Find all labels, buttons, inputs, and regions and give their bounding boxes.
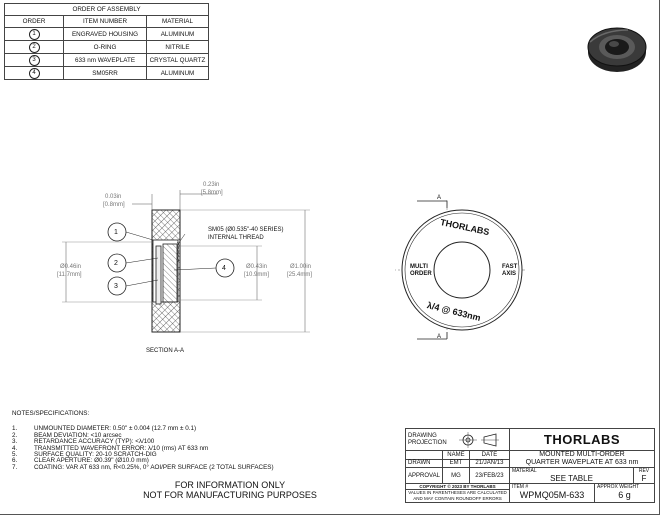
- section-caption: SECTION A-A: [146, 348, 185, 354]
- approval-label: APPROVAL: [405, 467, 443, 484]
- dia-full-in: Ø1.00in: [290, 264, 312, 270]
- drawn-label: DRAWN: [405, 458, 443, 468]
- drawn-name: EMT: [442, 458, 470, 468]
- name-header: NAME: [442, 450, 470, 460]
- engraving-left-1: MULTI: [410, 264, 428, 270]
- material-label: MATERIAL: [512, 468, 537, 474]
- cut-label-top: A: [437, 195, 442, 201]
- item-cell: ITEM # WPMQ05M-633: [509, 483, 595, 503]
- item-label: ITEM #: [512, 484, 529, 490]
- order-balloon: 4: [28, 68, 40, 79]
- item-cell: O-RING: [63, 40, 147, 54]
- material-cell: ALUMINUM: [146, 27, 209, 41]
- front-view: [395, 200, 525, 340]
- dia-outer-mm: [11.7mm]: [57, 272, 82, 278]
- assembly-row: 4 SM05RR ALUMINUM: [4, 66, 209, 80]
- dim-left-mm: [0.8mm]: [103, 202, 125, 208]
- thread-callout-2: INTERNAL THREAD: [208, 235, 264, 241]
- item-cell: SM05RR: [63, 66, 147, 80]
- note-item: 1.UNMOUNTED DIAMETER: 0.50" ± 0.004 (12.…: [12, 425, 197, 433]
- assembly-header-material: MATERIAL: [146, 15, 209, 28]
- order-balloon: 1: [28, 29, 40, 40]
- values-note-2: AND MAY CONTAIN ROUNDOFF ERRORS: [413, 496, 502, 501]
- disclaimer-line-1: FOR INFORMATION ONLY: [174, 480, 286, 490]
- disclaimer: FOR INFORMATION ONLY NOT FOR MANUFACTURI…: [130, 480, 330, 500]
- item-value: WPMQ05M-633: [519, 490, 585, 500]
- dia-inner-in: Ø0.43in: [246, 264, 268, 270]
- note-item: 2.BEAM DEVIATION: <10 arcsec: [12, 431, 122, 439]
- rev-label: REV: [638, 468, 650, 474]
- section-view: [62, 190, 310, 333]
- order-balloon: 2: [28, 42, 40, 53]
- description-line-2: QUARTER WAVEPLATE AT 633 nm: [525, 459, 639, 466]
- note-item: 6.CLEAR APERTURE: Ø0.39" (Ø10.0 mm): [12, 457, 149, 465]
- note-item: 4.TRANSMITTED WAVEFRONT ERROR: λ/10 (rms…: [12, 444, 209, 452]
- disclaimer-line-2: NOT FOR MANUFACTURING PURPOSES: [143, 490, 317, 500]
- dia-inner-mm: [10.9mm]: [244, 272, 270, 278]
- material-cell: MATERIAL SEE TABLE: [509, 467, 634, 484]
- approval-date: 23/FEB/23: [468, 467, 511, 484]
- order-balloon: 3: [28, 55, 40, 66]
- notes-section: NOTES/SPECIFICATIONS: 1.UNMOUNTED DIAMET…: [12, 410, 274, 471]
- values-note-1: VALUES IN PARENTHESES ARE CALCULATED: [408, 490, 507, 495]
- material-value: SEE TABLE: [550, 474, 593, 483]
- material-cell: ALUMINUM: [146, 66, 209, 80]
- weight-value: 6 g: [618, 490, 631, 500]
- dim-top-mm: [5.8mm]: [201, 190, 223, 196]
- assembly-row: 1 ENGRAVED HOUSING ALUMINUM: [4, 27, 209, 41]
- projection-symbol-icon: [459, 432, 499, 448]
- assembly-title: ORDER OF ASSEMBLY: [4, 3, 209, 16]
- copyright: COPYRIGHT © 2023 BY THORLABS: [405, 483, 510, 490]
- material-cell: NITRILE: [146, 40, 209, 54]
- product-render-image: [587, 27, 647, 72]
- projection-label: DRAWING PROJECTION: [408, 432, 447, 446]
- projection-cell: DRAWING PROJECTION: [405, 428, 510, 451]
- assembly-header-order: ORDER: [4, 15, 64, 28]
- material-cell: CRYSTAL QUARTZ: [146, 53, 209, 67]
- balloon-1-label: 1: [114, 229, 118, 236]
- rev-value: F: [641, 474, 647, 483]
- item-cell: 633 nm WAVEPLATE: [63, 53, 147, 67]
- note-item: 7.COATING: VAR AT 633 nm, R<0.25%, 0° AO…: [12, 463, 274, 471]
- engraving-right-1: FAST: [502, 264, 518, 270]
- dia-full-mm: [25.4mm]: [287, 272, 313, 278]
- title-block: DRAWING PROJECTION THORLABS NAME DATE MO…: [405, 428, 655, 503]
- note-item: 5.SURFACE QUALITY: 20-10 SCRATCH-DIG: [12, 451, 157, 459]
- dia-outer-in: Ø0.46in: [60, 264, 82, 270]
- assembly-row: 2 O-RING NITRILE: [4, 40, 209, 54]
- thorlabs-logo: THORLABS: [543, 432, 621, 447]
- approval-name: MG: [442, 467, 470, 484]
- cut-label-bottom: A: [437, 334, 442, 340]
- weight-label: APPROX WEIGHT: [597, 484, 640, 490]
- note-item: 3.RETARDANCE ACCURACY (TYP): <λ/100: [12, 438, 155, 446]
- logo-cell: THORLABS: [509, 428, 655, 451]
- description-line-1: MOUNTED MULTI-ORDER: [539, 451, 625, 458]
- balloon-3-label: 3: [114, 283, 118, 290]
- balloon-4-label: 4: [222, 265, 226, 272]
- assembly-header-item: ITEM NUMBER: [63, 15, 147, 28]
- engraving-left-2: ORDER: [410, 271, 432, 277]
- date-header: DATE: [468, 450, 511, 460]
- thread-callout-1: SM05 (Ø0.535"-40 SERIES): [208, 227, 284, 233]
- assembly-table: ORDER OF ASSEMBLY ORDER ITEM NUMBER MATE…: [4, 3, 209, 80]
- assembly-row: 3 633 nm WAVEPLATE CRYSTAL QUARTZ: [4, 53, 209, 67]
- drawn-date: 21/JAN/13: [468, 458, 511, 468]
- engraving-right-2: AXIS: [502, 271, 517, 277]
- weight-cell: APPROX WEIGHT 6 g: [594, 483, 655, 503]
- dim-left-in: 0.03in: [105, 194, 122, 200]
- balloon-2-label: 2: [114, 260, 118, 267]
- dim-top-in: 0.23in: [203, 182, 220, 188]
- item-cell: ENGRAVED HOUSING: [63, 27, 147, 41]
- notes-title: NOTES/SPECIFICATIONS:: [12, 410, 90, 417]
- rev-cell: REV F: [633, 467, 655, 484]
